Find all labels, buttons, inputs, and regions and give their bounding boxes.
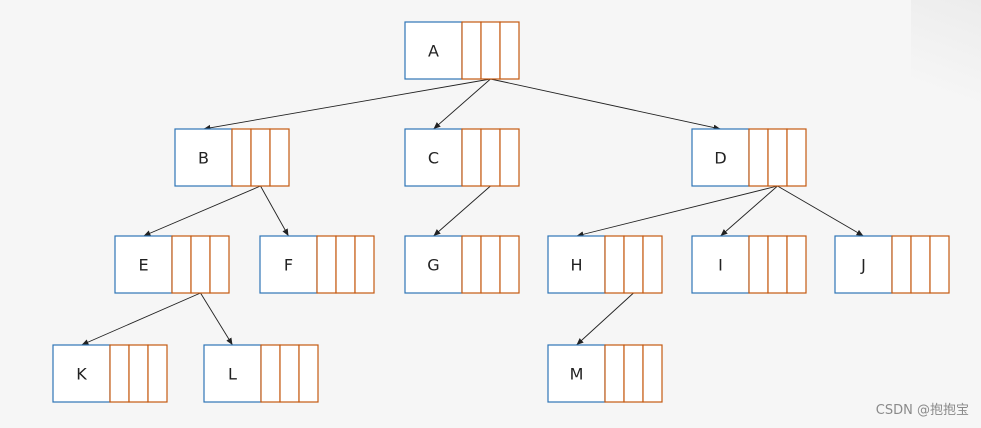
node-pointer-slot — [480, 128, 501, 187]
tree-node-g: G — [404, 235, 520, 294]
watermark: CSDN @抱抱宝 — [875, 403, 969, 418]
tree-node-b: B — [174, 128, 290, 187]
edge-c-g — [433, 185, 491, 237]
node-pointer-slot — [929, 235, 950, 294]
node-label: C — [428, 149, 439, 168]
edge-d-i — [720, 185, 778, 237]
node-data-box — [834, 235, 893, 294]
node-pointer-slot — [623, 344, 644, 403]
node-pointer-slot — [250, 128, 271, 187]
edge-b-f — [260, 185, 289, 237]
node-pointer-slot — [209, 235, 230, 294]
node-data-box — [691, 128, 750, 187]
edge-a-d — [490, 78, 721, 131]
node-data-box — [259, 235, 318, 294]
node-pointer-slot — [604, 235, 625, 294]
edge-e-l — [200, 292, 233, 346]
tree-node-d: D — [691, 128, 807, 187]
node-pointer-slot — [128, 344, 149, 403]
tree-node-j: J — [834, 235, 950, 294]
node-pointer-slot — [786, 235, 807, 294]
node-pointer-slot — [335, 235, 356, 294]
node-data-box — [203, 344, 262, 403]
node-data-box — [174, 128, 233, 187]
tree-node-k: K — [52, 344, 168, 403]
node-data-box — [547, 344, 606, 403]
node-pointer-slot — [461, 235, 482, 294]
node-pointer-slot — [279, 344, 300, 403]
node-label: L — [228, 365, 237, 384]
node-label: H — [570, 256, 582, 275]
node-data-box — [404, 21, 463, 80]
node-pointer-slot — [499, 128, 520, 187]
node-pointer-slot — [748, 128, 769, 187]
node-pointer-slot — [499, 235, 520, 294]
node-label: B — [198, 149, 209, 168]
tree-node-e: E — [114, 235, 230, 294]
node-pointer-slot — [269, 128, 290, 187]
node-pointer-slot — [891, 235, 912, 294]
node-pointer-slot — [910, 235, 931, 294]
tree-node-i: I — [691, 235, 807, 294]
background-corner-shade — [911, 0, 981, 130]
node-pointer-slot — [260, 344, 281, 403]
tree-node-h: H — [547, 235, 663, 294]
tree-node-f: F — [259, 235, 375, 294]
edge-d-j — [777, 185, 864, 237]
node-label: J — [860, 256, 866, 275]
edge-a-c — [433, 78, 491, 130]
tree-node-l: L — [203, 344, 319, 403]
node-pointer-slot — [171, 235, 192, 294]
edge-b-e — [143, 185, 261, 237]
node-pointer-slot — [190, 235, 211, 294]
node-pointer-slot — [499, 21, 520, 80]
node-data-box — [52, 344, 111, 403]
node-pointer-slot — [461, 21, 482, 80]
node-pointer-slot — [354, 235, 375, 294]
node-pointer-slot — [147, 344, 168, 403]
node-label: K — [76, 365, 87, 384]
node-pointer-slot — [604, 344, 625, 403]
node-pointer-slot — [461, 128, 482, 187]
node-pointer-slot — [623, 235, 644, 294]
node-pointer-slot — [767, 128, 788, 187]
node-pointer-slot — [786, 128, 807, 187]
edge-h-m — [576, 292, 634, 346]
edge-a-b — [203, 78, 491, 131]
node-pointer-slot — [480, 21, 501, 80]
node-pointer-slot — [316, 235, 337, 294]
tree-node-m: M — [547, 344, 663, 403]
node-pointer-slot — [767, 235, 788, 294]
node-label: E — [138, 256, 148, 275]
node-label: M — [570, 365, 584, 384]
node-label: A — [428, 42, 439, 61]
node-data-box — [404, 128, 463, 187]
node-label: D — [714, 149, 726, 168]
node-pointer-slot — [642, 344, 663, 403]
node-pointer-slot — [298, 344, 319, 403]
node-pointer-slot — [109, 344, 130, 403]
node-label: I — [718, 256, 723, 275]
node-pointer-slot — [231, 128, 252, 187]
node-data-box — [691, 235, 750, 294]
node-pointer-slot — [642, 235, 663, 294]
node-label: G — [427, 256, 439, 275]
edge-d-h — [576, 185, 778, 238]
edge-e-k — [81, 292, 201, 346]
node-pointer-slot — [748, 235, 769, 294]
tree-node-c: C — [404, 128, 520, 187]
tree-node-a: A — [404, 21, 520, 80]
node-label: F — [284, 256, 293, 275]
node-pointer-slot — [480, 235, 501, 294]
